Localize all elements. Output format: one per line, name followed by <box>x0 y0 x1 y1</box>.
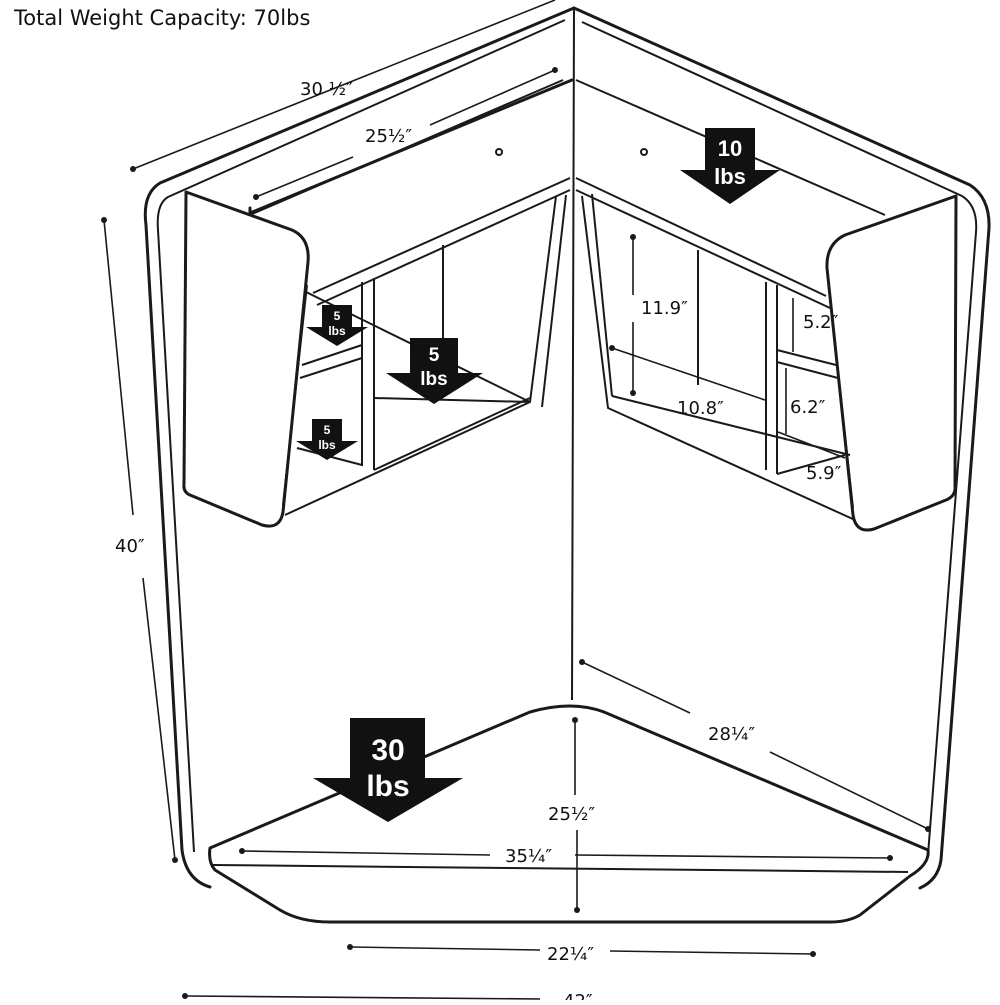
load-middle-shelf-unit: lbs <box>420 369 447 390</box>
dim-top-inner-width: 25½″ <box>365 126 412 147</box>
load-desk-surface-unit: lbs <box>366 770 409 803</box>
dim-desk-front-width: 35¼″ <box>505 846 552 867</box>
total-weight-capacity-heading: Total Weight Capacity: 70lbs <box>14 6 311 30</box>
dim-desk-front-edge: 22¼″ <box>547 944 594 965</box>
dim-shelf-height: 11.9″ <box>641 298 688 319</box>
load-desk-surface-value: 30 <box>371 734 404 767</box>
dim-shelf-depth: 10.8″ <box>677 398 724 419</box>
dimension-labels: 30 ½″ 25½″ 40″ 11.9″ 5.2″ 6.2″ 10.8″ 5.9… <box>115 79 842 1005</box>
load-cubby-top-unit: lbs <box>328 324 346 338</box>
dim-height: 40″ <box>115 536 145 557</box>
dim-desk-depth: 25½″ <box>548 804 595 825</box>
dim-desk-side-length: 28¼″ <box>708 724 755 745</box>
load-middle-shelf-value: 5 <box>429 345 440 366</box>
desk-surface <box>208 704 930 924</box>
load-top-shelf-unit: lbs <box>714 164 746 189</box>
load-cubby-top-value: 5 <box>334 309 341 323</box>
dim-cubby-top-height: 5.2″ <box>803 312 839 333</box>
load-arrow-desk-surface: 30 lbs <box>313 718 463 822</box>
desk-frame <box>143 6 991 890</box>
load-arrow-cubby-top: 5 lbs <box>306 305 368 346</box>
dim-cubby-mid-height: 6.2″ <box>790 397 826 418</box>
load-cubby-bottom-unit: lbs <box>318 438 336 452</box>
load-cubby-bottom-value: 5 <box>324 423 331 437</box>
dim-overall-width: 42″ <box>563 991 593 1000</box>
load-arrow-cubby-bottom: 5 lbs <box>296 419 358 460</box>
load-arrow-middle-shelf: 5 lbs <box>386 338 483 404</box>
dim-top-outer-width: 30 ½″ <box>300 79 353 100</box>
hutch-right <box>575 79 958 532</box>
load-arrow-top-shelf: 10 lbs <box>680 128 780 204</box>
load-top-shelf-value: 10 <box>718 136 742 161</box>
dim-cubby-depth: 5.9″ <box>806 463 842 484</box>
dimension-lines <box>101 0 931 1000</box>
